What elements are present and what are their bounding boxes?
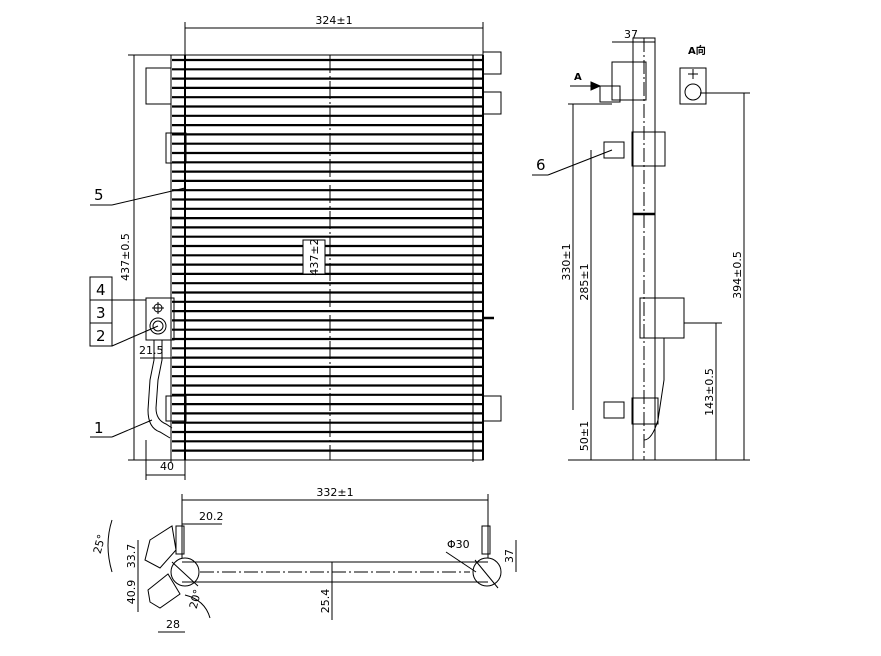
bottom-dim-40-9-text: 40.9 [125, 580, 138, 605]
a-view-hole [684, 83, 702, 101]
side-bolt-1 [603, 141, 625, 159]
side-dim-37-text: 37 [624, 28, 638, 41]
bracket-top-right [482, 51, 502, 75]
side-dim-143-text: 143±0.5 [703, 368, 716, 416]
leader-2 [111, 325, 159, 347]
bottom-view [107, 494, 517, 633]
bottom-left-diag [171, 561, 199, 587]
bracket-top-left [145, 67, 172, 105]
part-3: 3 [96, 304, 106, 322]
bottom-angle-arc-upper [107, 519, 113, 573]
side-pipe [643, 338, 665, 441]
side-bolt-3 [599, 85, 621, 103]
drawing-labels: 324±1 437±0.5 437±2 21.5 40 5 4 3 2 1 6 … [91, 14, 744, 631]
view-arrow-label: A [574, 72, 582, 83]
bottom-left-bolt [175, 525, 185, 555]
bracket-bottom-left [165, 395, 187, 422]
pipe-fitting [145, 297, 175, 341]
side-low-bracket [631, 397, 659, 425]
view-arrow-head [590, 81, 602, 91]
bottom-dim-37-text: 37 [503, 549, 516, 563]
leader-5 [111, 187, 186, 206]
bottom-right-diag [474, 559, 499, 589]
bottom-left-header [170, 557, 200, 587]
core-dim-box [302, 239, 326, 275]
side-view [532, 37, 750, 461]
bottom-dim-28-text: 28 [166, 618, 180, 631]
side-dim-394-text: 394±0.5 [731, 251, 744, 299]
bottom-dim-332-text: 332±1 [316, 486, 353, 499]
front-view-condenser [89, 22, 502, 480]
bottom-dim-33-7-text: 33.7 [125, 544, 138, 569]
dim-21-5-text: 21.5 [139, 344, 164, 357]
dim-40-text: 40 [160, 460, 174, 473]
bottom-bracket-upper [144, 525, 177, 569]
part-1: 1 [94, 419, 104, 437]
side-dim-50-text: 50±1 [578, 421, 591, 451]
a-view-bracket [679, 67, 707, 105]
bottom-dia-leader [445, 551, 477, 573]
bottom-dim-25-4-text: 25.4 [319, 589, 332, 614]
part-6: 6 [536, 156, 546, 174]
bracket-mid-left [165, 132, 187, 164]
bottom-bracket-lower [147, 573, 181, 609]
leader-6 [547, 149, 613, 176]
side-top-bracket [611, 61, 647, 101]
dim-height-text: 437±0.5 [119, 233, 132, 281]
core-tubes [172, 58, 483, 452]
side-bolt-2 [603, 401, 625, 419]
bracket-bottom-right [482, 395, 502, 422]
part-2: 2 [96, 327, 106, 345]
leader-1 [111, 419, 153, 438]
side-dim-330-text: 330±1 [560, 243, 573, 280]
inlet-pipe [147, 340, 171, 439]
bottom-angle-arc-lower [184, 594, 211, 619]
bottom-dim-20-2-text: 20.2 [199, 510, 224, 523]
bottom-right-bolt [481, 525, 491, 555]
angle-25-text: 25° [91, 533, 109, 555]
core-dim-text: 437±2 [308, 238, 321, 275]
inlet-pipe-outer [155, 340, 173, 429]
bracket-upper-right [482, 91, 502, 115]
part-4: 4 [96, 281, 106, 299]
view-label: A向 [688, 44, 706, 57]
bottom-dia-text: Φ30 [447, 538, 470, 551]
fitting-port-lower [149, 317, 167, 335]
fitting-port-lower-inner [152, 320, 164, 332]
side-dim-285-text: 285±1 [578, 263, 591, 300]
bottom-right-header [472, 557, 502, 587]
side-mid-bracket-2 [639, 297, 685, 339]
part-box-2 [89, 322, 113, 347]
side-mid-bracket-1 [631, 131, 666, 167]
angle-20-text: 20° [187, 588, 205, 610]
part-5: 5 [94, 186, 104, 204]
dim-width-text: 324±1 [315, 14, 352, 27]
